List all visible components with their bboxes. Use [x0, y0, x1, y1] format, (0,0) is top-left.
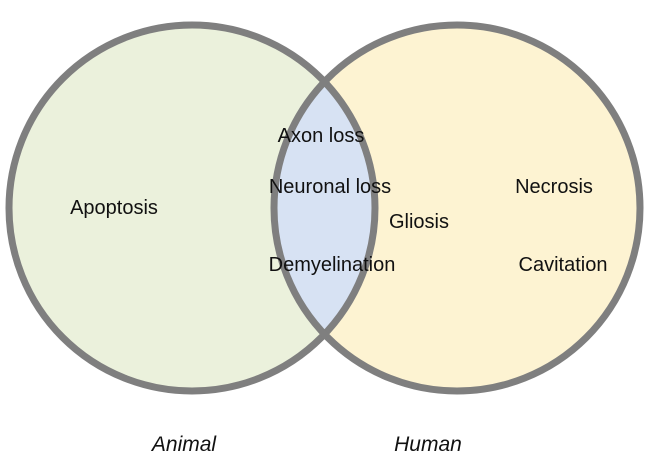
animal-set-label: Animal: [150, 433, 218, 456]
human-set-label: Human: [394, 433, 462, 456]
human-circle: [274, 25, 640, 391]
item-gliosis: Gliosis: [389, 211, 449, 233]
animal-circle-outline: [5, 21, 379, 395]
item-neuronal-loss: Neuronal loss: [269, 176, 391, 198]
item-apoptosis: Apoptosis: [70, 197, 158, 219]
item-axon-loss: Axon loss: [278, 125, 365, 147]
item-necrosis: Necrosis: [515, 176, 593, 198]
human-circle-outline: [270, 21, 644, 395]
animal-circle: [9, 25, 375, 391]
item-demyelination: Demyelination: [269, 254, 396, 276]
item-cavitation: Cavitation: [519, 254, 608, 276]
